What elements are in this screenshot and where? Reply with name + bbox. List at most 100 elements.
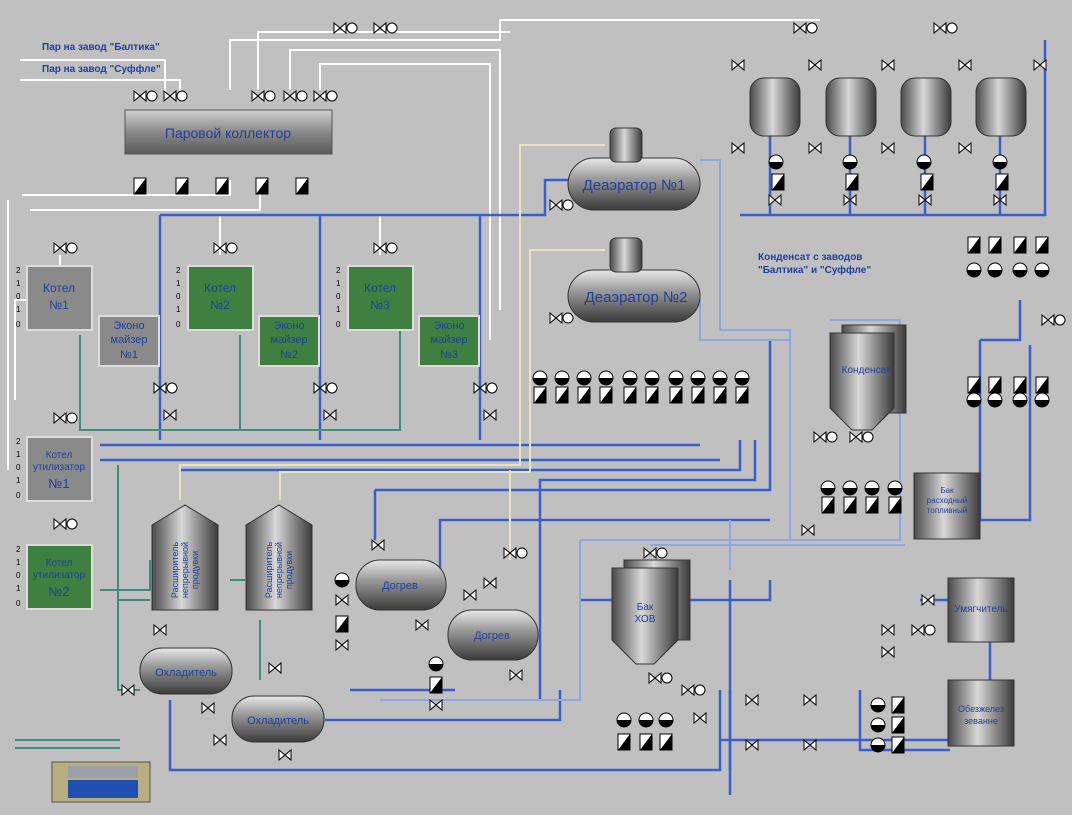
damper-icon[interactable] [920,173,934,191]
pump-icon[interactable] [734,370,750,386]
heater-2[interactable]: Догрев [447,609,539,661]
utilizer-boiler-2[interactable]: Котел утилизатор №2 [26,544,93,610]
pump-icon[interactable] [870,697,886,713]
pump-icon[interactable] [1034,262,1050,278]
filter-vessel[interactable] [975,77,1027,137]
motor-valve-icon[interactable] [549,198,574,212]
motor-valve-icon[interactable] [53,411,78,425]
damper-icon[interactable] [865,496,879,514]
boiler-1[interactable]: Котел №1 [26,265,93,331]
pump-icon[interactable] [870,737,886,753]
pump-icon[interactable] [992,154,1008,170]
pump-icon[interactable] [916,154,932,170]
filter-vessel[interactable] [900,77,952,137]
motor-valve-icon[interactable] [283,89,308,103]
motor-valve-icon[interactable] [313,381,338,395]
valve-icon[interactable] [415,618,429,632]
motor-valve-icon[interactable] [911,623,936,637]
motor-valve-icon[interactable] [933,21,958,35]
damper-icon[interactable] [335,615,349,633]
damper-icon[interactable] [599,386,613,404]
valve-icon[interactable] [801,523,815,537]
valve-icon[interactable] [693,711,707,725]
damper-icon[interactable] [845,173,859,191]
motor-valve-icon[interactable] [813,430,838,444]
steam-collector[interactable]: Паровой коллектор [124,109,333,155]
motor-valve-icon[interactable] [313,89,338,103]
motor-valve-icon[interactable] [681,683,706,697]
damper-icon[interactable] [891,736,905,754]
pump-icon[interactable] [966,392,982,408]
motor-valve-icon[interactable] [53,517,78,531]
damper-icon[interactable] [255,177,269,195]
motor-valve-icon[interactable] [793,21,818,35]
motor-valve-icon[interactable] [213,241,238,255]
hov-tank[interactable]: Бак ХОВ [611,559,691,665]
pump-icon[interactable] [1012,392,1028,408]
pump-icon[interactable] [644,370,660,386]
motor-valve-icon[interactable] [153,381,178,395]
motor-valve-icon[interactable] [251,89,276,103]
damper-icon[interactable] [175,177,189,195]
filter-vessel[interactable] [749,77,801,137]
boiler-3[interactable]: Котел №3 [347,265,414,331]
damper-icon[interactable] [669,386,683,404]
pump-icon[interactable] [428,656,444,672]
valve-icon[interactable] [731,141,745,155]
damper-icon[interactable] [659,733,673,751]
damper-icon[interactable] [771,173,785,191]
softener-tank[interactable]: Умягчитель [947,577,1015,643]
pump-icon[interactable] [887,480,903,496]
pump-icon[interactable] [987,262,1003,278]
economizer-2[interactable]: Эконо майзер №2 [258,315,320,367]
valve-icon[interactable] [881,141,895,155]
damper-icon[interactable] [645,386,659,404]
motor-valve-icon[interactable] [373,21,398,35]
pump-icon[interactable] [842,480,858,496]
motor-valve-icon[interactable] [648,671,673,685]
pump-icon[interactable] [1012,262,1028,278]
condensate-tank[interactable]: Конденсат [829,324,907,431]
boiler-2[interactable]: Котел №2 [187,265,254,331]
valve-icon[interactable] [153,623,167,637]
valve-icon[interactable] [371,538,385,552]
valve-icon[interactable] [843,193,857,207]
damper-icon[interactable] [713,386,727,404]
damper-icon[interactable] [429,676,443,694]
pump-icon[interactable] [622,370,638,386]
valve-icon[interactable] [808,58,822,72]
damper-icon[interactable] [1013,236,1027,254]
valve-icon[interactable] [163,408,177,422]
damper-icon[interactable] [133,177,147,195]
pump-icon[interactable] [598,370,614,386]
valve-icon[interactable] [745,738,759,752]
motor-valve-icon[interactable] [1041,313,1066,327]
valve-icon[interactable] [958,141,972,155]
valve-icon[interactable] [121,683,135,697]
valve-icon[interactable] [918,193,932,207]
pump-icon[interactable] [638,712,654,728]
pump-icon[interactable] [870,717,886,733]
valve-icon[interactable] [213,733,227,747]
pump-icon[interactable] [554,370,570,386]
pump-icon[interactable] [668,370,684,386]
pump-icon[interactable] [616,712,632,728]
pump-icon[interactable] [1034,392,1050,408]
damper-icon[interactable] [577,386,591,404]
motor-valve-icon[interactable] [53,241,78,255]
valve-icon[interactable] [803,693,817,707]
damper-icon[interactable] [891,696,905,714]
damper-icon[interactable] [988,376,1002,394]
damper-icon[interactable] [533,386,547,404]
fuel-tank[interactable]: Бак расходный топливный [913,472,981,540]
valve-icon[interactable] [745,693,759,707]
damper-icon[interactable] [735,386,749,404]
valve-icon[interactable] [803,738,817,752]
damper-icon[interactable] [967,236,981,254]
pump-icon[interactable] [658,712,674,728]
valve-icon[interactable] [463,588,477,602]
deaerator-1[interactable]: Деаэратор №1 [567,127,701,211]
valve-icon[interactable] [881,645,895,659]
valve-icon[interactable] [958,58,972,72]
valve-icon[interactable] [808,141,822,155]
